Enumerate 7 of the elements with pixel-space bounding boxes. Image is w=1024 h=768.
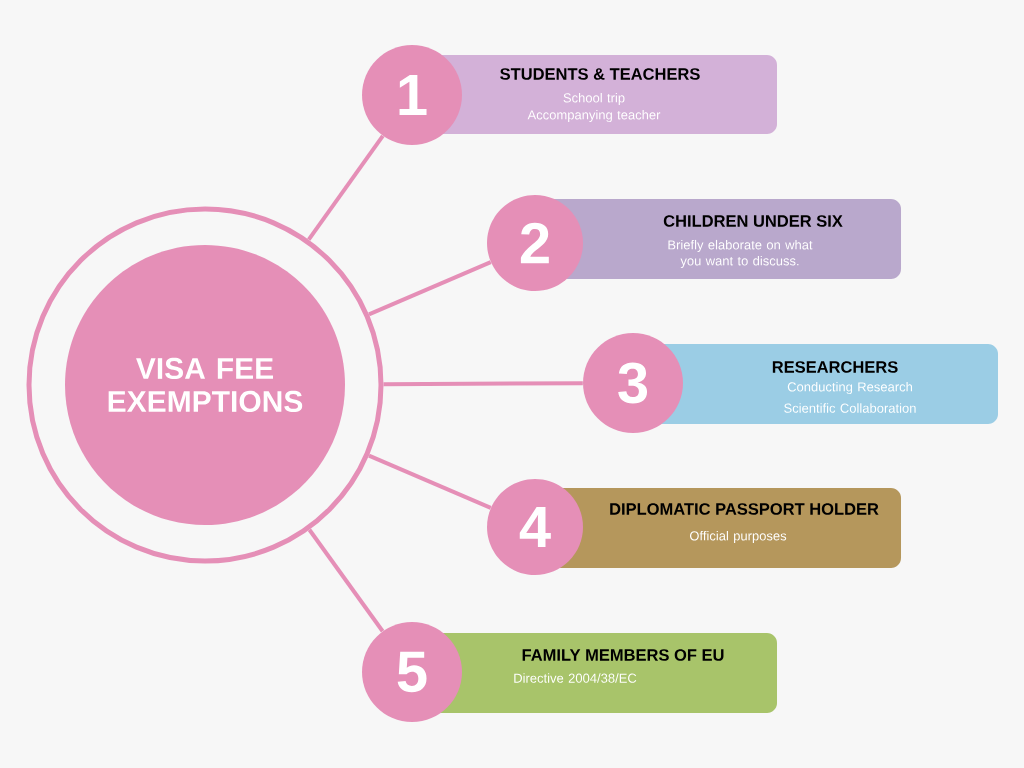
connector-line	[307, 528, 385, 633]
connector-line	[368, 260, 492, 317]
info-box: FAMILY MEMBERS OF EU Directive 2004/38/EC	[430, 633, 777, 713]
info-box: STUDENTS & TEACHERS School trip Accompanying teacher	[430, 55, 777, 134]
connector-line	[307, 134, 385, 241]
connector-line	[383, 381, 583, 387]
connector-line	[368, 453, 492, 510]
